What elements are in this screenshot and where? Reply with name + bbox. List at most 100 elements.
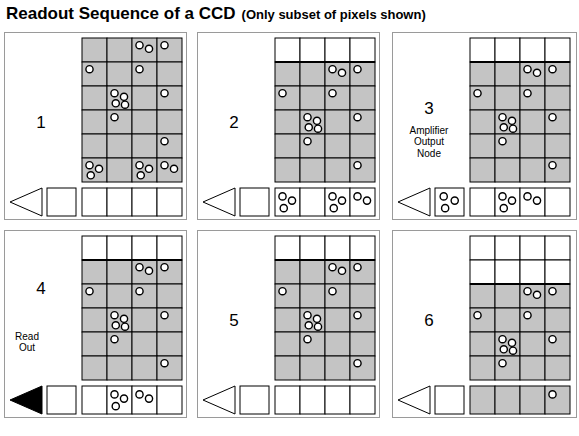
electron-charge xyxy=(500,205,507,212)
serial-register-cell xyxy=(82,386,107,414)
electron-charge xyxy=(549,288,556,295)
electron-charge xyxy=(86,288,93,295)
electron-charge xyxy=(120,315,127,322)
pixel-cell xyxy=(470,110,495,134)
electron-charge xyxy=(508,339,515,346)
pixel-cell xyxy=(495,260,520,284)
amplifier-symbol xyxy=(203,188,235,216)
pixel-cell xyxy=(132,236,157,260)
part-label: Amplifier Output Node xyxy=(402,125,456,160)
pixel-cell xyxy=(325,356,350,380)
electron-charge xyxy=(120,395,127,402)
pixel-cell xyxy=(545,284,570,308)
ccd-frame xyxy=(203,236,375,414)
electron-charge xyxy=(313,117,320,124)
electron-charge xyxy=(145,267,152,274)
pixel-cell xyxy=(520,158,545,182)
electron-charge xyxy=(136,288,143,295)
pixel-cell xyxy=(157,332,182,356)
electron-charge xyxy=(145,45,152,52)
electron-charge xyxy=(354,312,361,319)
pixel-cell xyxy=(495,236,520,260)
pixel-cell xyxy=(300,308,325,332)
electron-charge xyxy=(314,323,321,330)
pixel-cell xyxy=(275,236,300,260)
shift-boundary xyxy=(275,259,375,261)
electron-charge xyxy=(280,205,287,212)
electron-charge xyxy=(137,172,144,179)
pixel-cell xyxy=(82,308,107,332)
electron-charge xyxy=(145,165,152,172)
pixel-cell xyxy=(275,158,300,182)
electron-charge xyxy=(499,114,506,121)
pixel-cell xyxy=(470,62,495,86)
electron-charge xyxy=(440,193,447,200)
pixel-cell xyxy=(300,158,325,182)
part-label: Read Out xyxy=(8,331,46,354)
electron-charge xyxy=(524,66,531,73)
pixel-cell xyxy=(520,62,545,86)
pixel-cell xyxy=(107,284,132,308)
pixel-cell xyxy=(107,356,132,380)
serial-register-cell xyxy=(132,188,157,216)
pixel-cell xyxy=(350,260,375,284)
pixel-cell xyxy=(495,110,520,134)
electron-charge xyxy=(533,69,540,76)
pixel-cell xyxy=(520,38,545,62)
serial-register-cell xyxy=(325,386,350,414)
pixel-cell xyxy=(157,134,182,158)
pixel-cell xyxy=(132,260,157,284)
pixel-cell xyxy=(520,236,545,260)
pixel-cell xyxy=(82,134,107,158)
electron-charge xyxy=(508,197,515,204)
pixel-cell xyxy=(325,260,350,284)
electron-charge xyxy=(136,162,143,169)
frame-panel: 1 xyxy=(4,32,187,220)
pixel-cell xyxy=(545,134,570,158)
pixel-cell xyxy=(350,38,375,62)
pixel-cell xyxy=(495,308,520,332)
serial-register-cell xyxy=(275,386,300,414)
shift-boundary xyxy=(470,283,570,285)
ccd-frame xyxy=(398,38,570,216)
pixel-cell xyxy=(495,158,520,182)
pixel-cell xyxy=(82,356,107,380)
ccd-frame xyxy=(10,38,182,216)
serial-register-cell xyxy=(82,188,107,216)
pixel-cell xyxy=(132,308,157,332)
pixel-cell xyxy=(132,38,157,62)
title: Readout Sequence of a CCD xyxy=(6,4,236,23)
pixel-cell xyxy=(132,356,157,380)
electron-charge xyxy=(86,66,93,73)
pixel-cell xyxy=(325,284,350,308)
pixel-cell xyxy=(275,284,300,308)
serial-register-cell xyxy=(545,386,570,414)
pixel-cell xyxy=(300,332,325,356)
pixel-cell xyxy=(325,86,350,110)
electron-charge xyxy=(549,391,556,398)
electron-charge xyxy=(111,114,118,121)
pixel-cell xyxy=(82,38,107,62)
electron-charge xyxy=(313,315,320,322)
electron-charge xyxy=(279,193,286,200)
electron-charge xyxy=(524,288,531,295)
serial-register-cell xyxy=(545,188,570,216)
pixel-cell xyxy=(350,134,375,158)
electron-charge xyxy=(329,288,336,295)
electron-charge xyxy=(524,90,531,97)
output-node-box xyxy=(435,188,464,216)
pixel-cell xyxy=(107,236,132,260)
electron-charge xyxy=(305,124,312,131)
electron-charge xyxy=(354,360,361,367)
amplifier-symbol xyxy=(10,386,42,414)
electron-charge xyxy=(87,172,94,179)
pixel-cell xyxy=(82,236,107,260)
shift-boundary xyxy=(470,61,570,63)
electron-charge xyxy=(329,264,336,271)
pixel-cell xyxy=(470,38,495,62)
pixel-cell xyxy=(520,356,545,380)
pixel-cell xyxy=(132,284,157,308)
electron-charge xyxy=(338,197,345,204)
pixel-cell xyxy=(545,110,570,134)
